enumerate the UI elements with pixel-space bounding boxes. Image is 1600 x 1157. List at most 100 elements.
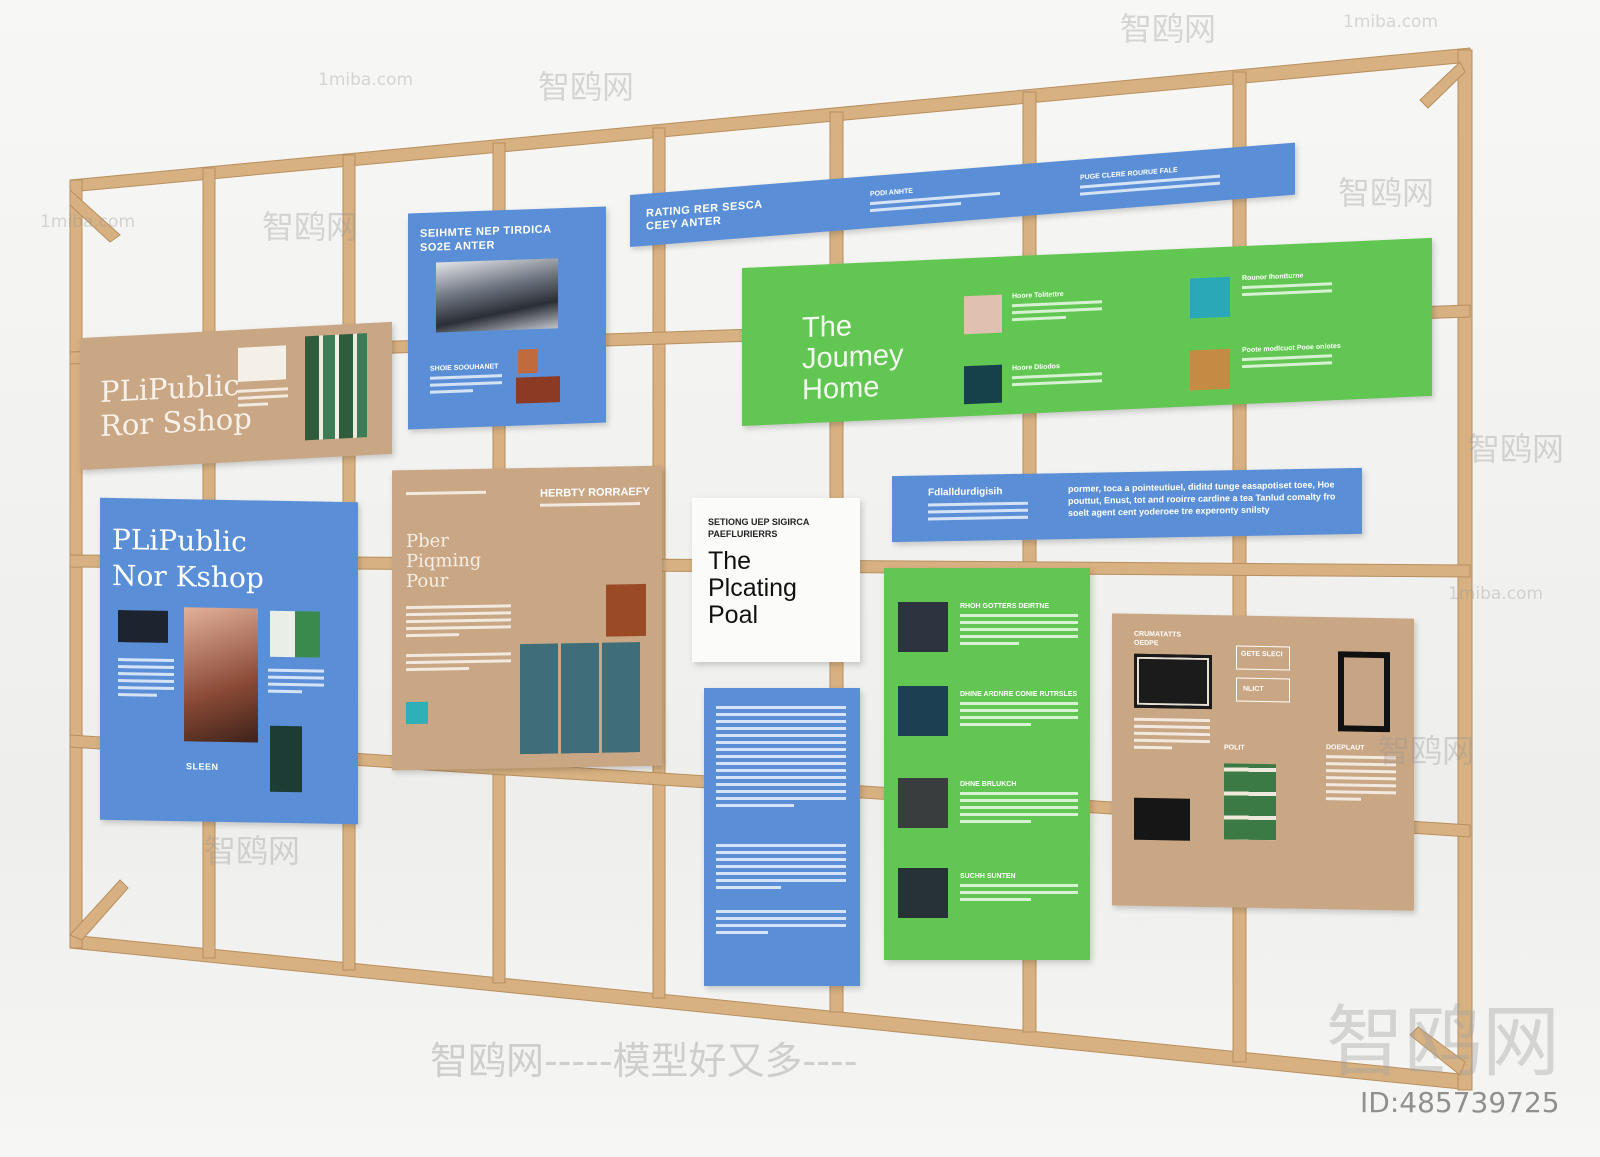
item-label: DHNE BRLUKCH <box>960 781 1017 788</box>
item-label: Poote modlcuot Pooe onlotes <box>1242 342 1341 355</box>
watermark-brand: 智鸥网 <box>1338 174 1435 212</box>
tan-panel-mid: HERBTY RORRAEFY Pber Piqming Pour <box>392 465 662 771</box>
thumbnail <box>1134 653 1212 710</box>
title-line-1: Pber <box>406 530 449 553</box>
item-label: Hoore Dliodos <box>1012 363 1060 373</box>
watermark-brand: 智鸥网 <box>204 832 301 870</box>
thumbnail <box>1190 276 1230 319</box>
photo-grid <box>520 642 640 755</box>
thumbnail <box>406 701 428 725</box>
thumbnail <box>606 583 646 637</box>
panel-caption: SLEEN <box>186 761 219 772</box>
panel-title: Pber Piqming Pour <box>406 530 482 593</box>
text-lines <box>1134 717 1210 754</box>
text-lines <box>430 374 502 398</box>
thumbnail <box>1224 763 1276 841</box>
architecture-photo <box>436 258 558 333</box>
banner-text: pormer, toca a pointeutiuel, diditd tung… <box>1068 479 1336 519</box>
watermark-brand: 智鸥网 <box>1468 430 1565 468</box>
portrait-photo <box>184 607 258 743</box>
text-lines <box>268 668 324 698</box>
blue-panel-left: PLiPublic Nor Kshop SLEEN <box>100 497 358 825</box>
text-lines <box>540 502 640 511</box>
title-line-3: Pour <box>406 570 449 593</box>
watermark-brand: 智鸥网 <box>538 68 635 106</box>
banner-label: Fdlalldurdigisih <box>928 486 1003 499</box>
thumbnail <box>964 294 1002 335</box>
text-lines <box>716 910 846 938</box>
watermark-brand: 智鸥网 <box>1120 10 1217 48</box>
item-label: Rounor Ihontturne <box>1242 272 1304 283</box>
outlined-box: GETE SLECI <box>1236 645 1290 671</box>
box-label: GETE SLECI <box>1241 650 1283 659</box>
thumbnail <box>118 610 168 643</box>
panel-header: CRUMATATTS OEDPE <box>1134 630 1182 648</box>
blue-panel-top-mid: SEIHMTE NEP TIRDICA SO2E ANTER SHOIE SOO… <box>408 206 606 430</box>
title-line-2: Joumey <box>802 338 904 376</box>
title-line-2: Nor Kshop <box>112 558 264 595</box>
panel-header: HERBTY RORRAEFY <box>540 485 650 500</box>
thumbnail <box>270 610 320 658</box>
banner-column-label: PODI ANHTE <box>870 187 913 199</box>
banner-title: RATING RER SESCA CEEY ANTER <box>646 199 763 234</box>
text-lines <box>1012 300 1102 325</box>
thumbnail <box>518 348 538 374</box>
item-label: SUCHH SUNTEN <box>960 873 1016 880</box>
panel-title: PLiPublic Nor Kshop <box>112 522 264 597</box>
thumbnail <box>898 778 948 828</box>
text-lines <box>960 792 1078 827</box>
thumbnail <box>898 868 948 918</box>
blue-banner-right: Fdlalldurdigisih pormer, toca a pointeut… <box>892 467 1362 543</box>
tan-panel-right: CRUMATATTS OEDPE GETE SLECI NLICT POLIT … <box>1112 613 1414 911</box>
text-lines <box>716 844 846 893</box>
item-label: RHOH GOTTERS DEIRTNE <box>960 603 1050 610</box>
title-line-2: Ror Sshop <box>100 401 252 444</box>
text-lines <box>406 652 511 675</box>
watermark-site: 1miba.com <box>1343 12 1439 32</box>
watermark-brand-large: 智鸥网 <box>1326 998 1561 1088</box>
white-title-card: SETIONG UEP SIGIRCA PAEFLURIERRS The Plc… <box>692 498 860 662</box>
title-line-3: Poal <box>708 601 759 629</box>
text-lines <box>406 604 511 641</box>
tan-panel-left-top: PLiPublic Ror Sshop <box>80 321 392 471</box>
watermark-brand: 智鸥网 <box>1378 732 1475 770</box>
thumbnail <box>898 686 948 736</box>
panel-label: POLIT <box>1224 744 1245 752</box>
text-lines <box>1012 372 1102 390</box>
text-lines <box>928 501 1028 525</box>
text-lines <box>716 706 846 811</box>
text-lines <box>406 490 486 499</box>
panel-title: PLiPublic Ror Sshop <box>100 367 252 443</box>
watermark-site: 1miba.com <box>1448 584 1544 604</box>
text-lines <box>960 884 1078 905</box>
watermark-slogan: 智鸥网-----模型好又多---- <box>430 1039 858 1083</box>
title-line-2: Piqming <box>406 549 482 573</box>
thumbnail <box>1134 797 1190 841</box>
thumbnail <box>1338 651 1390 733</box>
green-banner-journey: The Joumey Home Hoore Tolitettre Rounor … <box>742 237 1432 426</box>
text-lines <box>238 387 288 411</box>
text-lines <box>960 702 1078 730</box>
watermark-id: ID:485739725 <box>1360 1086 1560 1119</box>
text-lines <box>118 658 174 701</box>
thumbnail <box>305 333 367 441</box>
card-header: SETIONG UEP SIGIRCA PAEFLURIERRS <box>708 516 809 540</box>
item-label: Hoore Tolitettre <box>1012 290 1064 301</box>
green-panel-tall: RHOH GOTTERS DEIRTNE DHINE ARDNRE CONIE … <box>884 568 1090 960</box>
title-line-1: PLiPublic <box>112 522 247 559</box>
title-line-1: The <box>708 547 752 575</box>
thumbnail <box>516 376 560 404</box>
panel-title: SEIHMTE NEP TIRDICA SO2E ANTER <box>420 222 552 255</box>
box-label: NLICT <box>1243 685 1264 694</box>
outlined-box: NLICT <box>1236 677 1290 703</box>
title-line-3: Home <box>802 371 880 407</box>
watermark-site: 1miba.com <box>40 212 136 232</box>
item-label: DHINE ARDNRE CONIE RUTRSLES <box>960 691 1078 698</box>
panel-title: The Joumey Home <box>802 309 904 406</box>
thumbnail <box>1190 348 1230 391</box>
text-lines <box>1242 354 1332 372</box>
blue-text-column <box>704 688 860 986</box>
header-line-1: SETIONG UEP SIGIRCA <box>708 517 810 527</box>
watermark-site: 1miba.com <box>318 70 414 90</box>
